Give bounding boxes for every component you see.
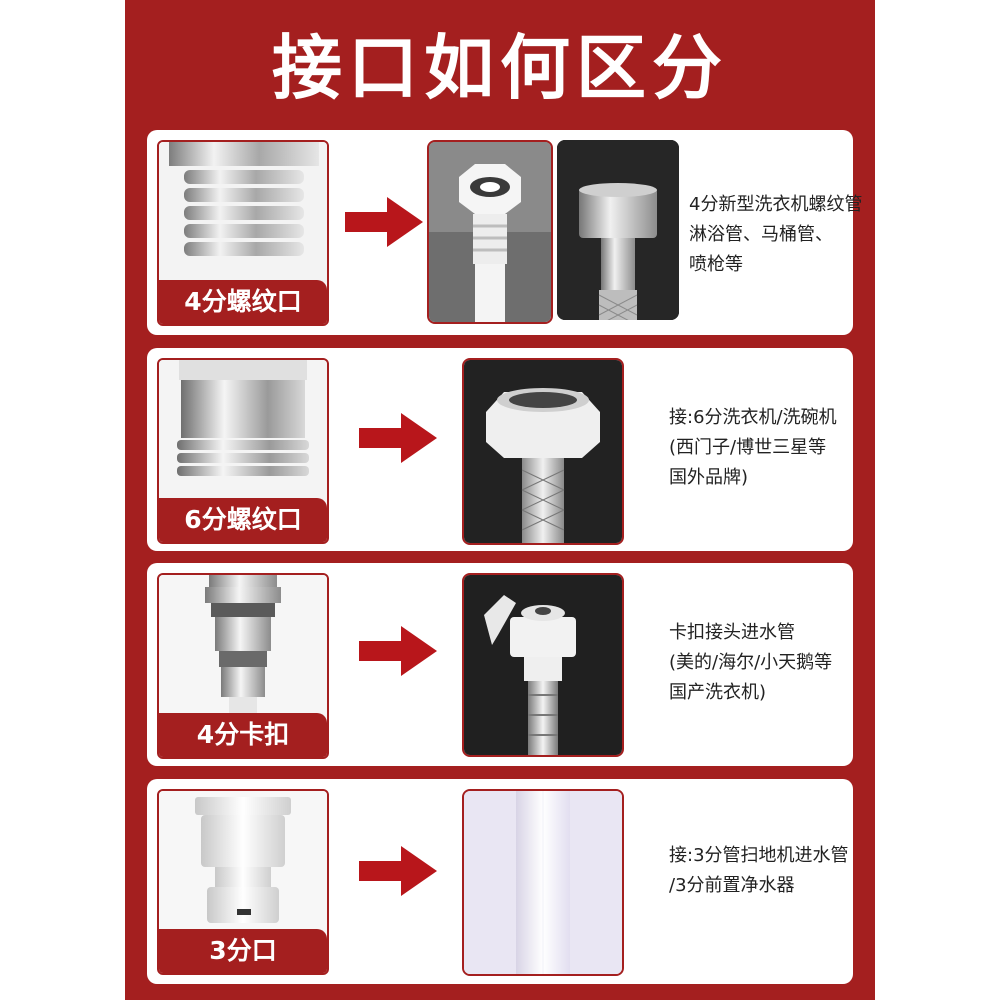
description-line: 喷枪等 xyxy=(689,254,743,275)
clip-faucet-image xyxy=(159,575,327,715)
interface-photo-4-thread: 4分螺纹口 xyxy=(157,140,329,326)
interface-label: 4分卡扣 xyxy=(159,713,327,757)
quick-connector-image xyxy=(159,791,327,931)
row-description: 接:3分管扫地机进水管 /3分前置净水器 xyxy=(669,841,849,901)
interface-photo-6-thread: 6分螺纹口 xyxy=(157,358,329,544)
interface-photo-4-clip: 4分卡扣 xyxy=(157,573,329,759)
arrow-right-icon xyxy=(345,192,425,252)
description-line: 接:3分管扫地机进水管 xyxy=(669,845,849,866)
row-card-4-thread: 4分螺纹口 xyxy=(147,130,862,335)
description-line: 淋浴管、马桶管、 xyxy=(689,224,833,245)
description-line: (美的/海尔/小天鹅等 xyxy=(669,652,833,673)
description-line: 卡扣接头进水管 xyxy=(669,622,795,643)
hose-photo-white-6 xyxy=(462,358,624,545)
tube-photo-3 xyxy=(462,789,624,976)
row-description: 接:6分洗衣机/洗碗机 (西门子/博世三星等 国外品牌) xyxy=(669,403,837,493)
row-card-3-port: 3分口 接:3分管扫地机进水管 /3分前置净水器 xyxy=(147,779,853,984)
main-panel: 接口如何区分 4分螺纹 xyxy=(125,0,875,1000)
arrow-right-icon xyxy=(359,841,439,901)
description-line: /3分前置净水器 xyxy=(669,875,795,896)
hose-photo-steel-4 xyxy=(557,140,679,320)
page-title: 接口如何区分 xyxy=(272,27,728,109)
interface-label: 3分口 xyxy=(159,929,327,973)
description-line: 国外品牌) xyxy=(669,467,749,488)
interface-photo-3-port: 3分口 xyxy=(157,789,329,975)
hose-photo-clip xyxy=(462,573,624,757)
description-line: 4分新型洗衣机螺纹管 xyxy=(689,194,863,215)
row-description: 卡扣接头进水管 (美的/海尔/小天鹅等 国产洗衣机) xyxy=(669,618,832,708)
description-line: 国产洗衣机) xyxy=(669,682,767,703)
description-line: (西门子/博世三星等 xyxy=(669,437,827,458)
arrow-right-icon xyxy=(359,621,439,681)
description-line: 接:6分洗衣机/洗碗机 xyxy=(669,407,837,428)
row-description: 4分新型洗衣机螺纹管 淋浴管、马桶管、 喷枪等 xyxy=(689,190,862,280)
row-card-6-thread: 6分螺纹口 接:6分洗衣机/洗碗机 (西门子/博世三星等 国外品牌) xyxy=(147,348,853,551)
arrow-right-icon xyxy=(359,408,439,468)
interface-label: 4分螺纹口 xyxy=(159,280,327,324)
interface-label: 6分螺纹口 xyxy=(159,498,327,542)
hose-photo-white-4 xyxy=(427,140,553,324)
threaded-faucet-image xyxy=(159,360,327,500)
threaded-faucet-image xyxy=(159,142,327,282)
row-card-4-clip: 4分卡扣 卡扣接头进水管 (美的/海尔/小天鹅等 国产洗衣机 xyxy=(147,563,853,766)
